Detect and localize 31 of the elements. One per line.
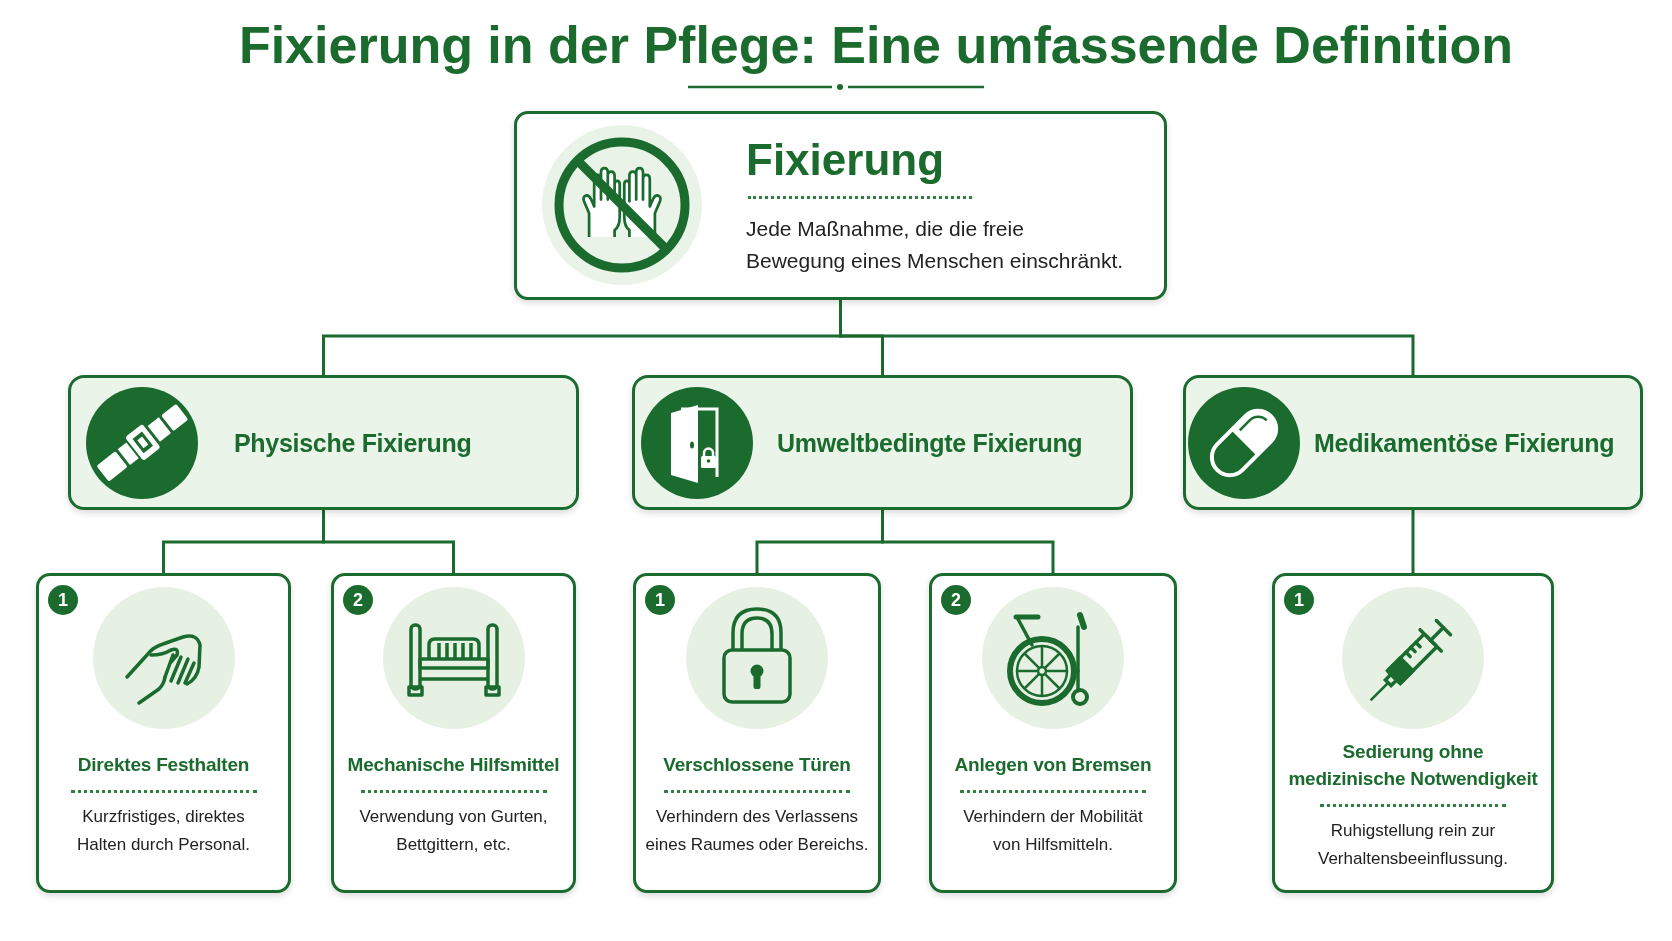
- step-number: 2: [343, 585, 373, 615]
- step-number: 1: [645, 585, 675, 615]
- category-heading: Medikamentöse Fixierung: [1314, 428, 1615, 458]
- category-heading: Umweltbedingte Fixierung: [777, 428, 1083, 458]
- example-card: [633, 573, 881, 893]
- definition-card: [514, 111, 1167, 300]
- connector-line: [1411, 510, 1415, 573]
- category-box: [632, 375, 1133, 510]
- category-box: [68, 375, 579, 510]
- step-number: 2: [941, 585, 971, 615]
- example-heading: Anlegen von Bremsen: [954, 753, 1152, 777]
- card-heading: Fixierung: [746, 135, 945, 185]
- category-heading: Physische Fixierung: [234, 428, 472, 458]
- step-number: 1: [1284, 585, 1314, 615]
- diagram-title: Fixierung in der Pflege: Eine umfassende Definition: [238, 15, 1514, 76]
- example-card: [36, 573, 291, 893]
- example-text: Verwendung von Gurten, Bettgittern, etc.: [358, 806, 549, 856]
- example-heading: Direktes Festhalten: [77, 753, 250, 777]
- example-heading: Verschlossene Türen: [663, 753, 851, 777]
- example-card: [929, 573, 1177, 893]
- definition-text: Jede Maßnahme, die die freie Bewegung eines Menschen einschränkt.: [746, 216, 1125, 274]
- category-box: [1183, 375, 1643, 510]
- example-card: [331, 573, 576, 893]
- example-text: Kurzfristiges, direktes Halten durch Personal.: [76, 806, 251, 856]
- example-text: Verhindern des Verlassens eines Raumes oder Bereichs.: [644, 806, 870, 856]
- example-heading: Mechanische Hilfsmittel: [347, 753, 560, 777]
- step-number: 1: [48, 585, 78, 615]
- example-text: Verhindern der Mobilität von Hilfsmitteln.: [962, 806, 1144, 856]
- example-heading: Sedierung ohne medizinische Notwendigkeit: [1287, 740, 1539, 791]
- example-text: Ruhigstellung rein zur Verhaltensbeeinflussung.: [1317, 820, 1509, 870]
- example-card: [1272, 573, 1554, 893]
